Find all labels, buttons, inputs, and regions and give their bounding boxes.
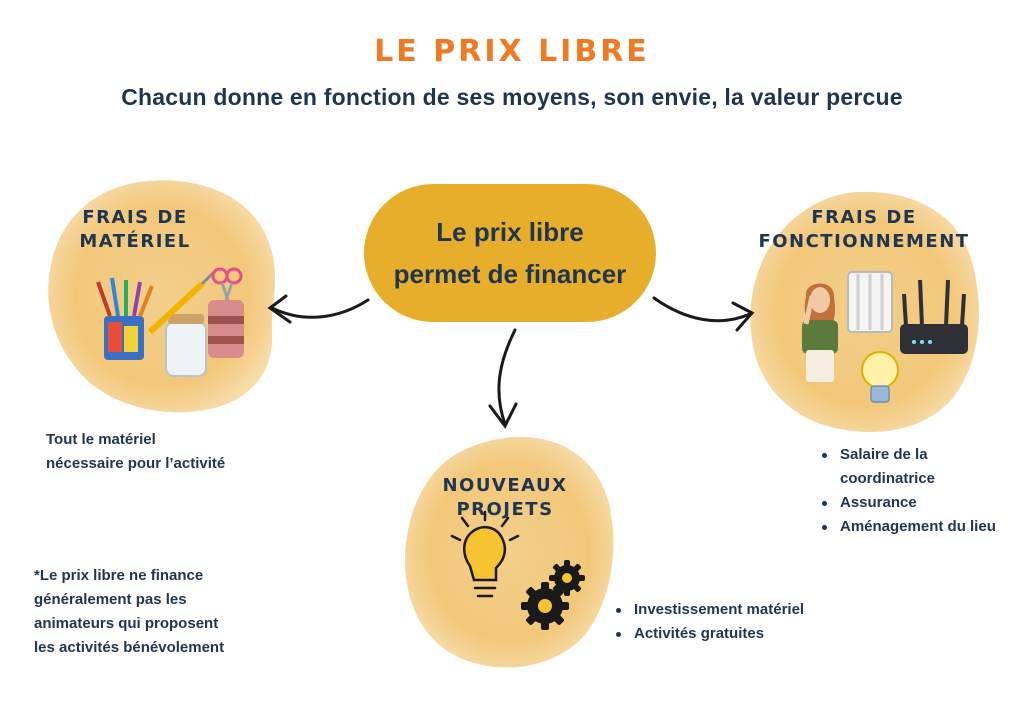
arrow-icon [488, 328, 518, 429]
projets-title: NOUVEAUX PROJETS [442, 475, 568, 520]
radiator-icon [847, 271, 893, 333]
list-item: Aménagement du lieu [818, 515, 1018, 539]
list-item: Activités gratuites [612, 622, 852, 646]
woman-illustration [802, 282, 838, 382]
list-item: Investissement matériel [612, 598, 852, 622]
lightbulb-icon [861, 351, 899, 403]
lightbulb-icon [450, 510, 520, 598]
fonctionnement-title: FRAIS DE FONCTIONNEMENT [758, 207, 970, 252]
projets-blob [405, 437, 614, 668]
art-supplies-icon [96, 267, 244, 377]
materiel-title: FRAIS DE MATÉRIEL [79, 207, 191, 252]
materiel-description: Tout le matériel nécessaire pour l’activ… [46, 431, 226, 472]
center-line-2: permet de financer [393, 259, 627, 289]
list-item: Assurance [818, 491, 1018, 515]
arrow-icon [652, 296, 755, 332]
center-line-1: Le prix libre [436, 217, 584, 247]
footnote: *Le prix libre ne finance généralement p… [34, 567, 225, 656]
gears-icon [521, 560, 585, 630]
page-title: LE PRIX LIBRE [374, 34, 650, 69]
arrow-icon [267, 294, 370, 324]
center-node: Le prix libre permet de financer [364, 184, 656, 322]
projets-list: Investissement matériel Activités gratui… [612, 598, 852, 646]
router-icon [900, 279, 968, 354]
page-subtitle: Chacun donne en fonction de ses moyens, … [121, 84, 903, 110]
